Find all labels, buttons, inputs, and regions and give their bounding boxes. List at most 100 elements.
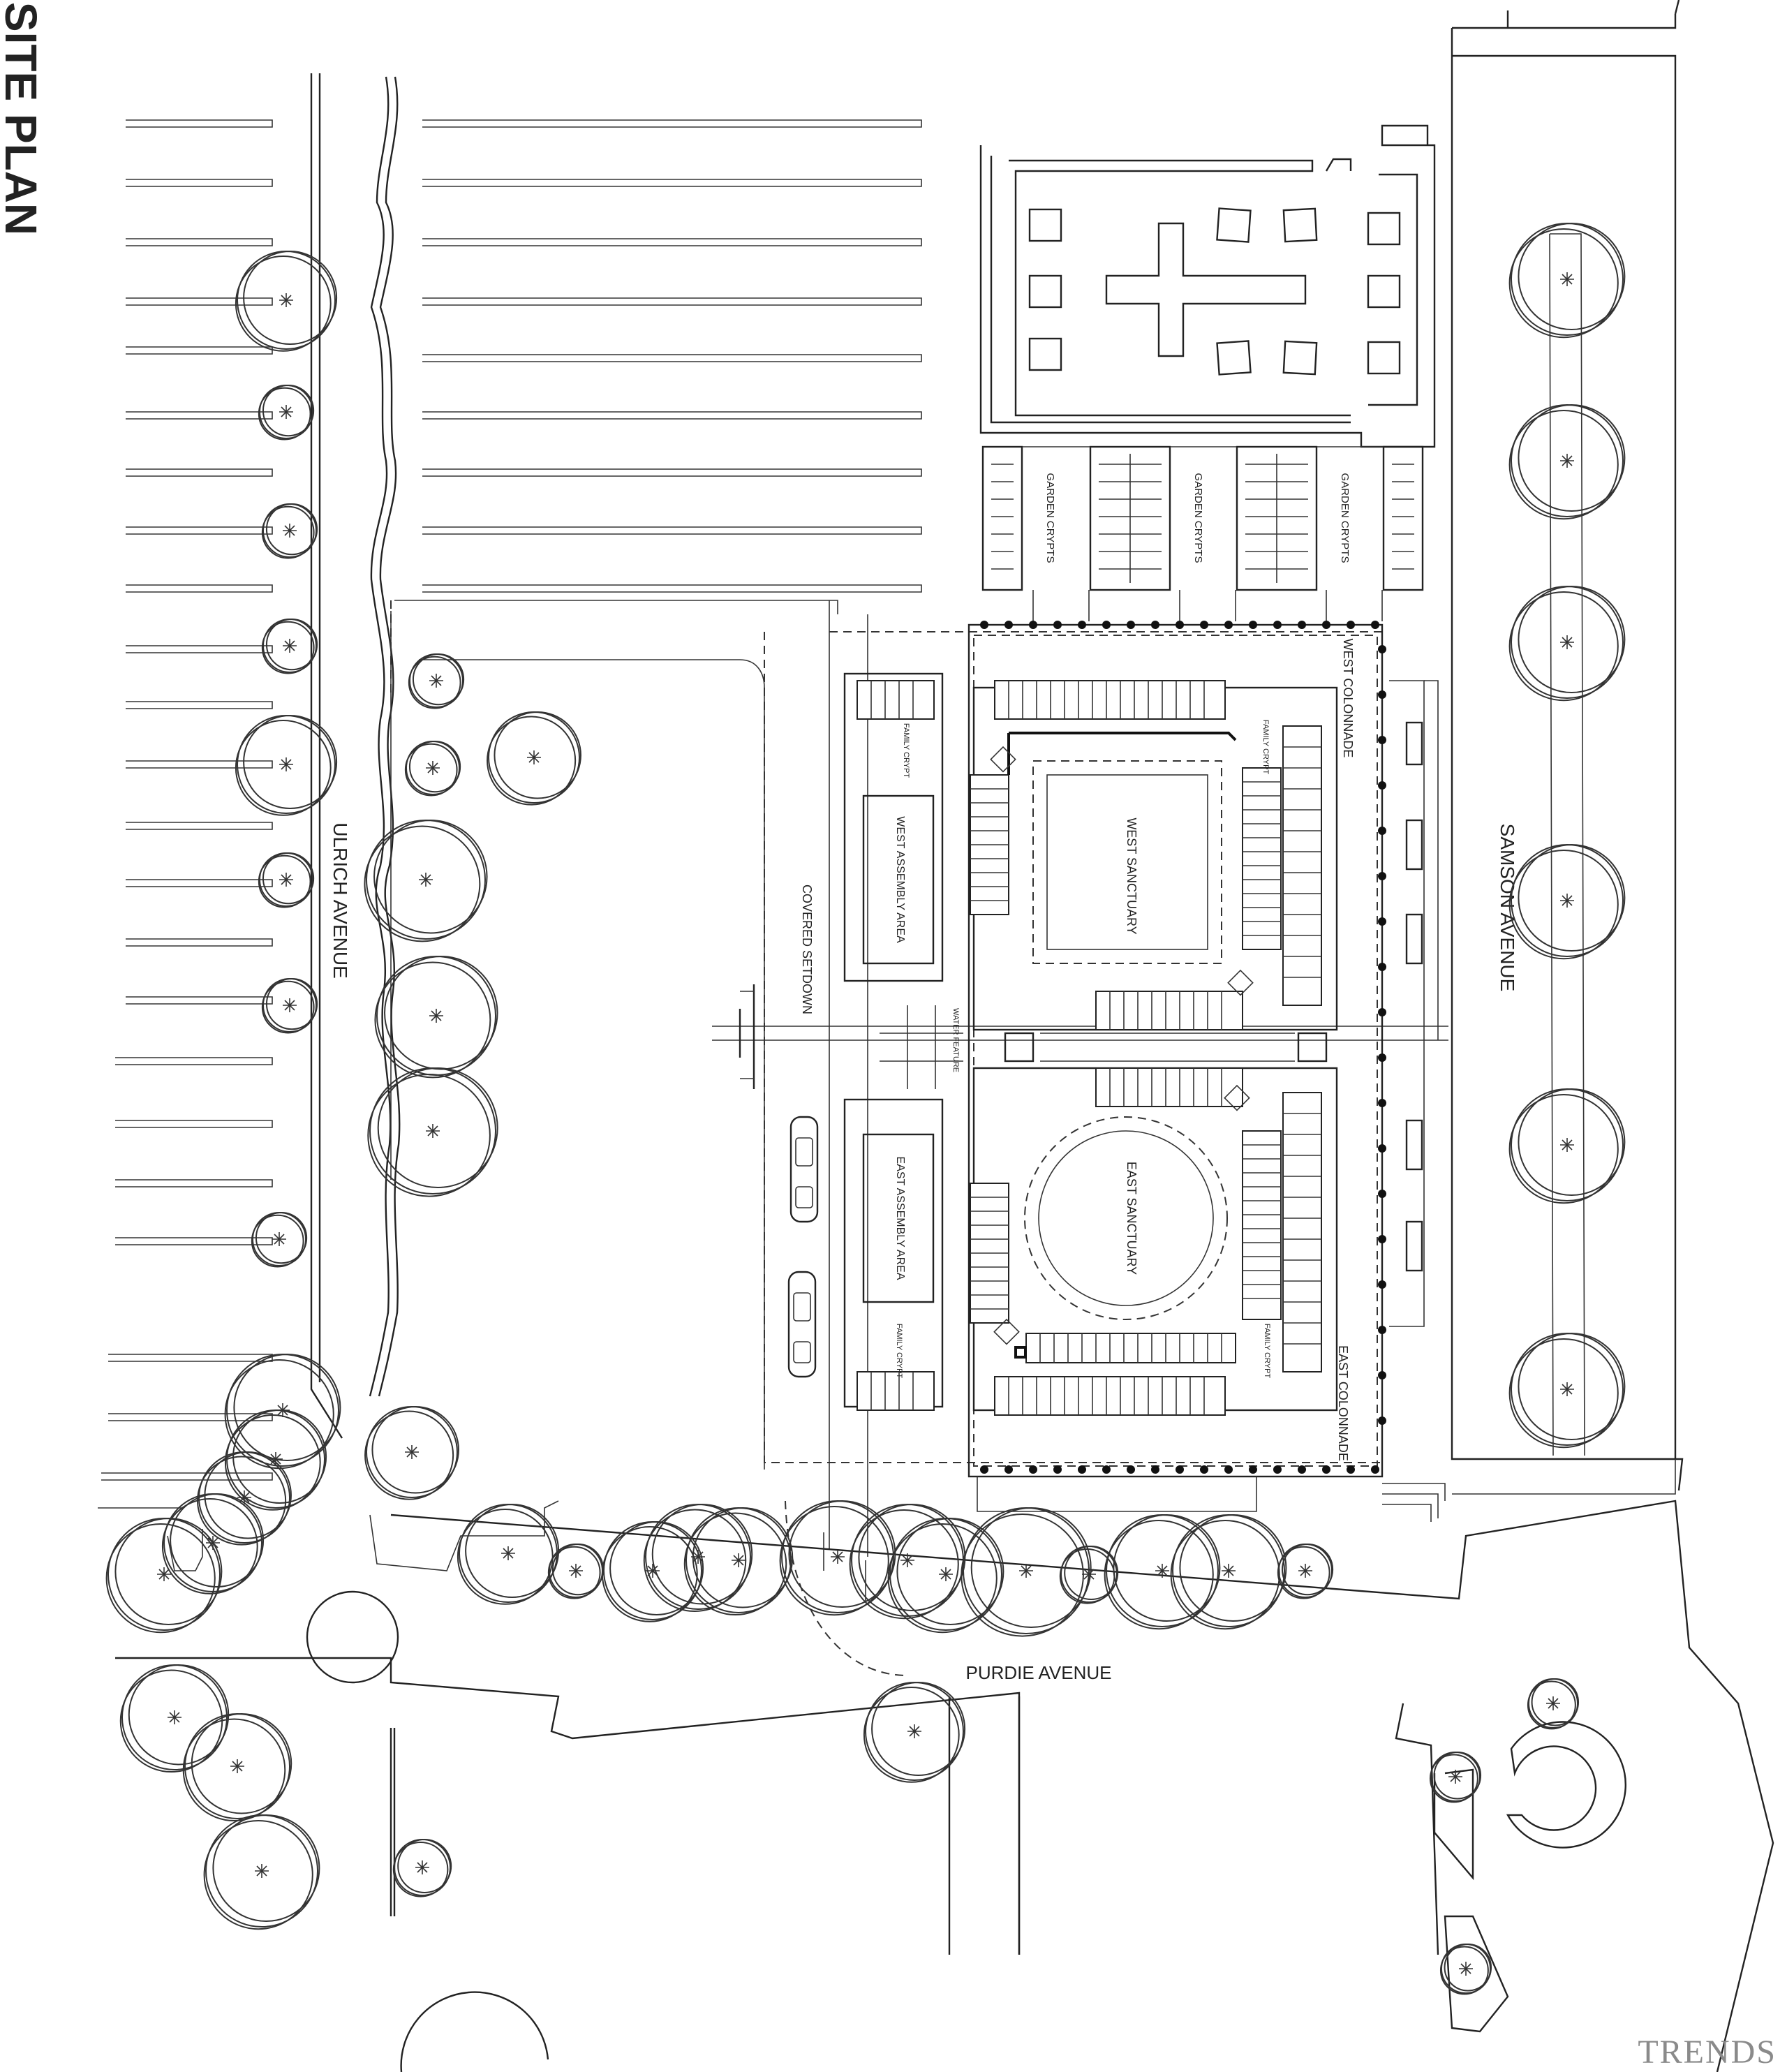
tree-icon: [1508, 223, 1626, 339]
site-plan-title: SITE PLAN: [0, 2, 46, 235]
trees: [105, 223, 1626, 1995]
east-sanctuary-seating: [857, 1067, 1322, 1416]
colonnade-column: [1053, 621, 1062, 629]
garden-crypts-label-2: GARDEN CRYPTS: [1192, 473, 1204, 563]
colonnade-column: [1127, 621, 1135, 629]
garden-crypts: [981, 445, 1424, 621]
tree-icon: [1527, 1678, 1580, 1730]
colonnade-column: [1347, 1465, 1355, 1474]
colonnade-column: [1004, 621, 1013, 629]
colonnade-column: [1249, 621, 1257, 629]
tree-icon: [258, 852, 315, 908]
colonnade-column: [1378, 1235, 1386, 1243]
tree-icon: [408, 653, 465, 709]
family-crypt-label-sw: FAMILY CRYPT: [1261, 720, 1270, 775]
colonnade-column: [1151, 621, 1159, 629]
colonnade-column: [1078, 621, 1086, 629]
tree-icon: [251, 1212, 308, 1268]
samson-avenue-label: SAMSON AVENUE: [1497, 824, 1518, 992]
colonnade-column: [1378, 1280, 1386, 1289]
west-colonnade-label: WEST COLONNADE: [1341, 639, 1355, 758]
colonnade-column: [1273, 621, 1282, 629]
colonnade-column: [1029, 621, 1037, 629]
colonnade-column: [1322, 621, 1330, 629]
tree-icon: [235, 251, 338, 352]
ulrich-avenue-road: [310, 73, 401, 1439]
east-assembly-label: EAST ASSEMBLY AREA: [894, 1157, 906, 1280]
trends-watermark: TRENDS: [1638, 2034, 1777, 2071]
tree-icon: [224, 1409, 327, 1511]
tree-icon: [258, 385, 315, 441]
purdie-avenue-label: PURDIE AVENUE: [965, 1662, 1111, 1683]
colonnade-column: [1224, 1465, 1233, 1474]
colonnade-column: [1378, 1416, 1386, 1425]
colonnade-column: [1378, 736, 1386, 744]
colonnade-column: [1200, 1465, 1208, 1474]
colonnade-column: [1378, 690, 1386, 699]
west-assembly-label: WEST ASSEMBLY AREA: [894, 816, 906, 943]
colonnade-column: [1378, 827, 1386, 835]
colonnade-column: [1378, 1053, 1386, 1062]
colonnade-column: [1029, 1465, 1037, 1474]
tree-icon: [1104, 1514, 1221, 1630]
colonnade-column: [980, 1465, 988, 1474]
colonnade-column: [1378, 781, 1386, 790]
colonnade-column: [1176, 1465, 1184, 1474]
colonnade-column: [1224, 621, 1233, 629]
colonnade-column: [1127, 1465, 1135, 1474]
east-sanctuary-label: EAST SANCTUARY: [1125, 1162, 1139, 1275]
parked-car: [789, 1116, 819, 1223]
colonnade-column: [1322, 1465, 1330, 1474]
tree-icon: [364, 1406, 459, 1500]
tree-icon: [235, 715, 338, 816]
colonnade-column: [1102, 621, 1111, 629]
colonnade-column: [1200, 621, 1208, 629]
tree-icon: [1439, 1944, 1492, 1995]
tree-icon: [1277, 1544, 1334, 1599]
colonnade-column: [1378, 1099, 1386, 1107]
turnaround: [306, 1590, 1626, 2072]
tree-icon: [887, 1518, 1004, 1634]
garden-crypts-label-3: GARDEN CRYPTS: [1339, 473, 1351, 563]
tree-icon: [119, 1664, 230, 1773]
family-crypt-label-east: FAMILY CRYPT: [895, 1324, 903, 1379]
tree-icon: [1508, 586, 1626, 702]
water-feature-label: WATER FEATURE: [951, 1008, 960, 1072]
tree-icon: [863, 1682, 966, 1783]
colonnade-column: [1004, 1465, 1013, 1474]
tree-icon: [261, 503, 318, 559]
colonnade-column: [1053, 1465, 1062, 1474]
tree-icon: [457, 1504, 560, 1605]
colonnade-column: [1378, 1144, 1386, 1153]
colonnade-column: [1378, 1371, 1386, 1379]
tree-icon: [364, 820, 488, 942]
family-crypt-label-west: FAMILY CRYPT: [902, 723, 910, 778]
ulrich-avenue-label: ULRICH AVENUE: [329, 822, 351, 979]
east-colonnade-label: EAST COLONNADE: [1336, 1345, 1350, 1461]
colonnade-column: [1078, 1465, 1086, 1474]
colonnade-column: [980, 621, 988, 629]
tree-icon: [261, 978, 318, 1034]
colonnade-column: [1176, 621, 1184, 629]
tree-icon: [182, 1713, 292, 1821]
colonnade-column: [1378, 1326, 1386, 1334]
garden-crypts-label-1: GARDEN CRYPTS: [1044, 473, 1056, 563]
tree-icon: [105, 1518, 223, 1634]
colonnade-fins: [977, 680, 1446, 1522]
tree-icon: [392, 1839, 452, 1897]
tree-icon: [643, 1504, 753, 1612]
colonnade-column: [1151, 1465, 1159, 1474]
cross-garden: [979, 124, 1436, 448]
samson-avenue-road: [1451, 0, 1684, 1495]
colonnade-column: [1378, 1190, 1386, 1198]
tree-icon: [261, 619, 318, 674]
colonnade-column: [1378, 963, 1386, 971]
west-parking-rows: [98, 119, 273, 1509]
colonnade-column: [1378, 872, 1386, 880]
colonnade-column: [1298, 1465, 1306, 1474]
colonnade-column: [1378, 1008, 1386, 1016]
tree-icon: [1508, 404, 1626, 520]
east-parking-rows: [422, 119, 922, 593]
colonnade-column: [1378, 645, 1386, 653]
